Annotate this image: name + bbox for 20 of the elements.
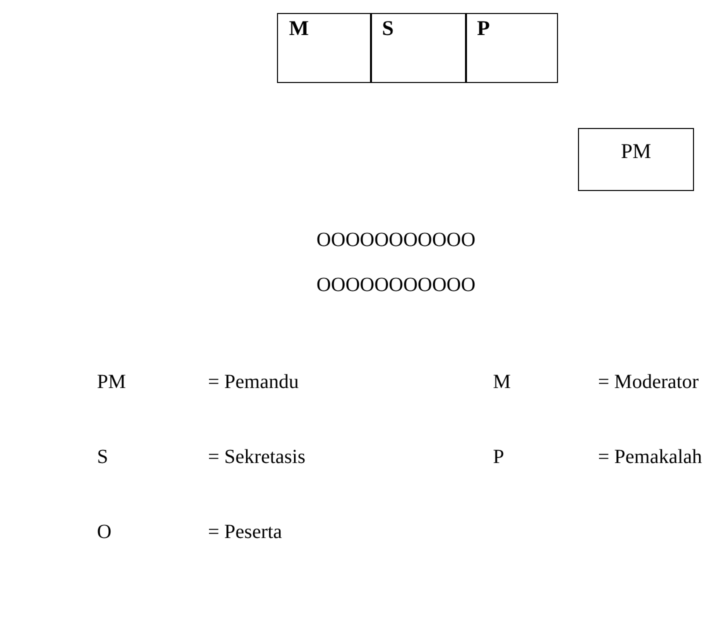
legend-description: = Peserta	[208, 520, 282, 544]
legend-symbol: S	[97, 445, 108, 469]
legend-symbol: O	[97, 520, 112, 544]
table-cell	[277, 13, 372, 83]
legend-symbol: P	[493, 445, 504, 469]
seat-label: M	[289, 16, 309, 40]
legend-symbol: M	[493, 370, 511, 394]
table-cell	[370, 13, 467, 83]
table-cell	[465, 13, 558, 83]
participant-row: OOOOOOOOOOO	[316, 273, 476, 297]
seat-label: S	[382, 16, 394, 40]
legend-description: = Pemakalah	[598, 445, 702, 469]
legend-description: = Pemandu	[208, 370, 299, 394]
seat-box	[578, 128, 694, 191]
legend-symbol: PM	[97, 370, 126, 394]
legend-description: = Moderator	[598, 370, 699, 394]
legend-description: = Sekretasis	[208, 445, 306, 469]
participant-row: OOOOOOOOOOO	[316, 228, 476, 252]
seat-label: P	[477, 16, 490, 40]
seat-label: PM	[620, 139, 652, 163]
